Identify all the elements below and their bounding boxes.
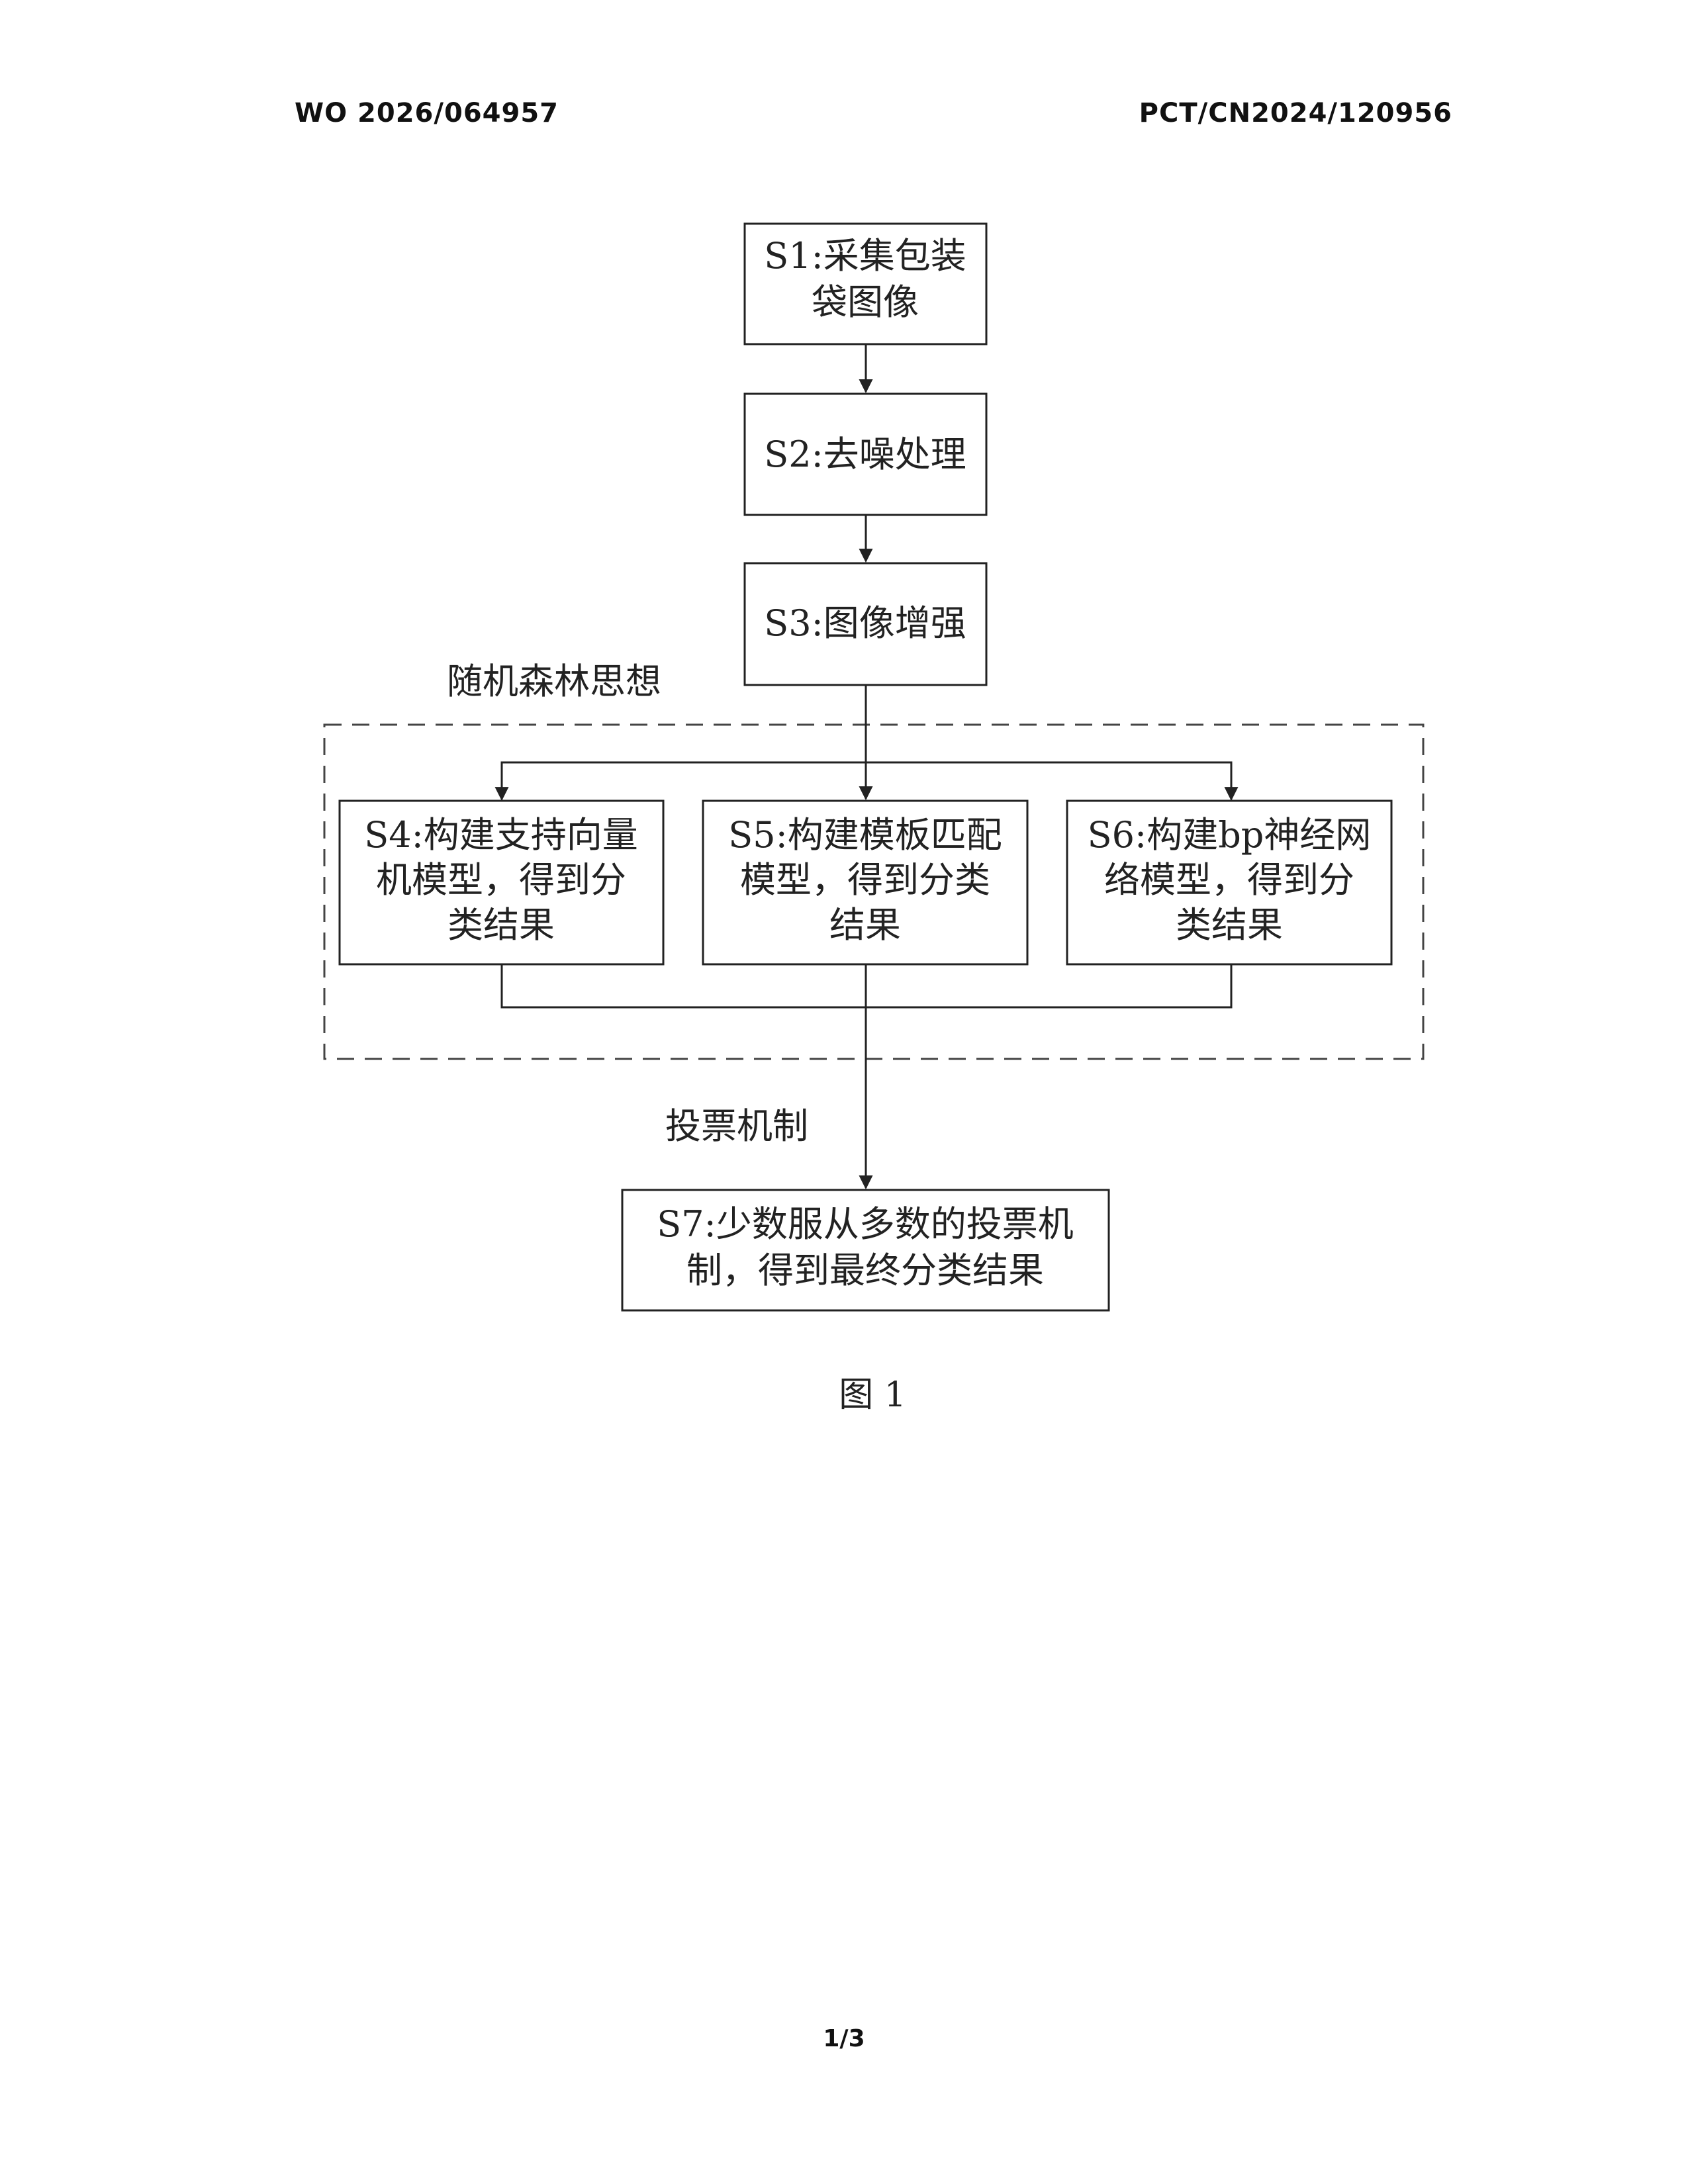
random-forest-label: 随机森林思想 — [447, 660, 661, 702]
step-s5-line-3: 结果 — [829, 904, 901, 946]
step-s1: S1:采集包装 袋图像 — [745, 224, 986, 344]
step-s2-line-1: S2:去噪处理 — [764, 433, 966, 475]
step-s7-line-1: S7:少数服从多数的投票机 — [657, 1203, 1074, 1245]
step-s1-line-2: 袋图像 — [812, 281, 919, 323]
step-s7-line-2: 制，得到最终分类结果 — [686, 1250, 1044, 1291]
figure-caption: 图 1 — [839, 1375, 906, 1415]
step-s4-line-1: S4:构建支持向量 — [364, 814, 638, 856]
step-s4-line-2: 机模型，得到分 — [376, 859, 626, 901]
page-number: 1/3 — [0, 2025, 1688, 2052]
step-s7: S7:少数服从多数的投票机 制，得到最终分类结果 — [622, 1190, 1109, 1310]
step-s4: S4:构建支持向量 机模型，得到分 类结果 — [340, 801, 663, 964]
step-s6-line-3: 类结果 — [1176, 904, 1283, 946]
step-s3: S3:图像增强 — [745, 563, 986, 685]
vote-label: 投票机制 — [665, 1105, 808, 1147]
step-s1-line-1: S1:采集包装 — [764, 235, 966, 277]
step-s6-line-2: 络模型，得到分 — [1104, 859, 1354, 901]
step-s3-line-1: S3:图像增强 — [764, 602, 966, 644]
step-s5: S5:构建模板匹配 模型，得到分类 结果 — [703, 801, 1027, 964]
step-s5-line-1: S5:构建模板匹配 — [728, 814, 1002, 856]
step-s5-line-2: 模型，得到分类 — [740, 859, 990, 901]
step-s4-line-3: 类结果 — [447, 904, 555, 946]
step-s2: S2:去噪处理 — [745, 394, 986, 515]
step-s6-line-1: S6:构建bp神经网 — [1088, 814, 1372, 856]
step-s6: S6:构建bp神经网 络模型，得到分 类结果 — [1067, 801, 1391, 964]
